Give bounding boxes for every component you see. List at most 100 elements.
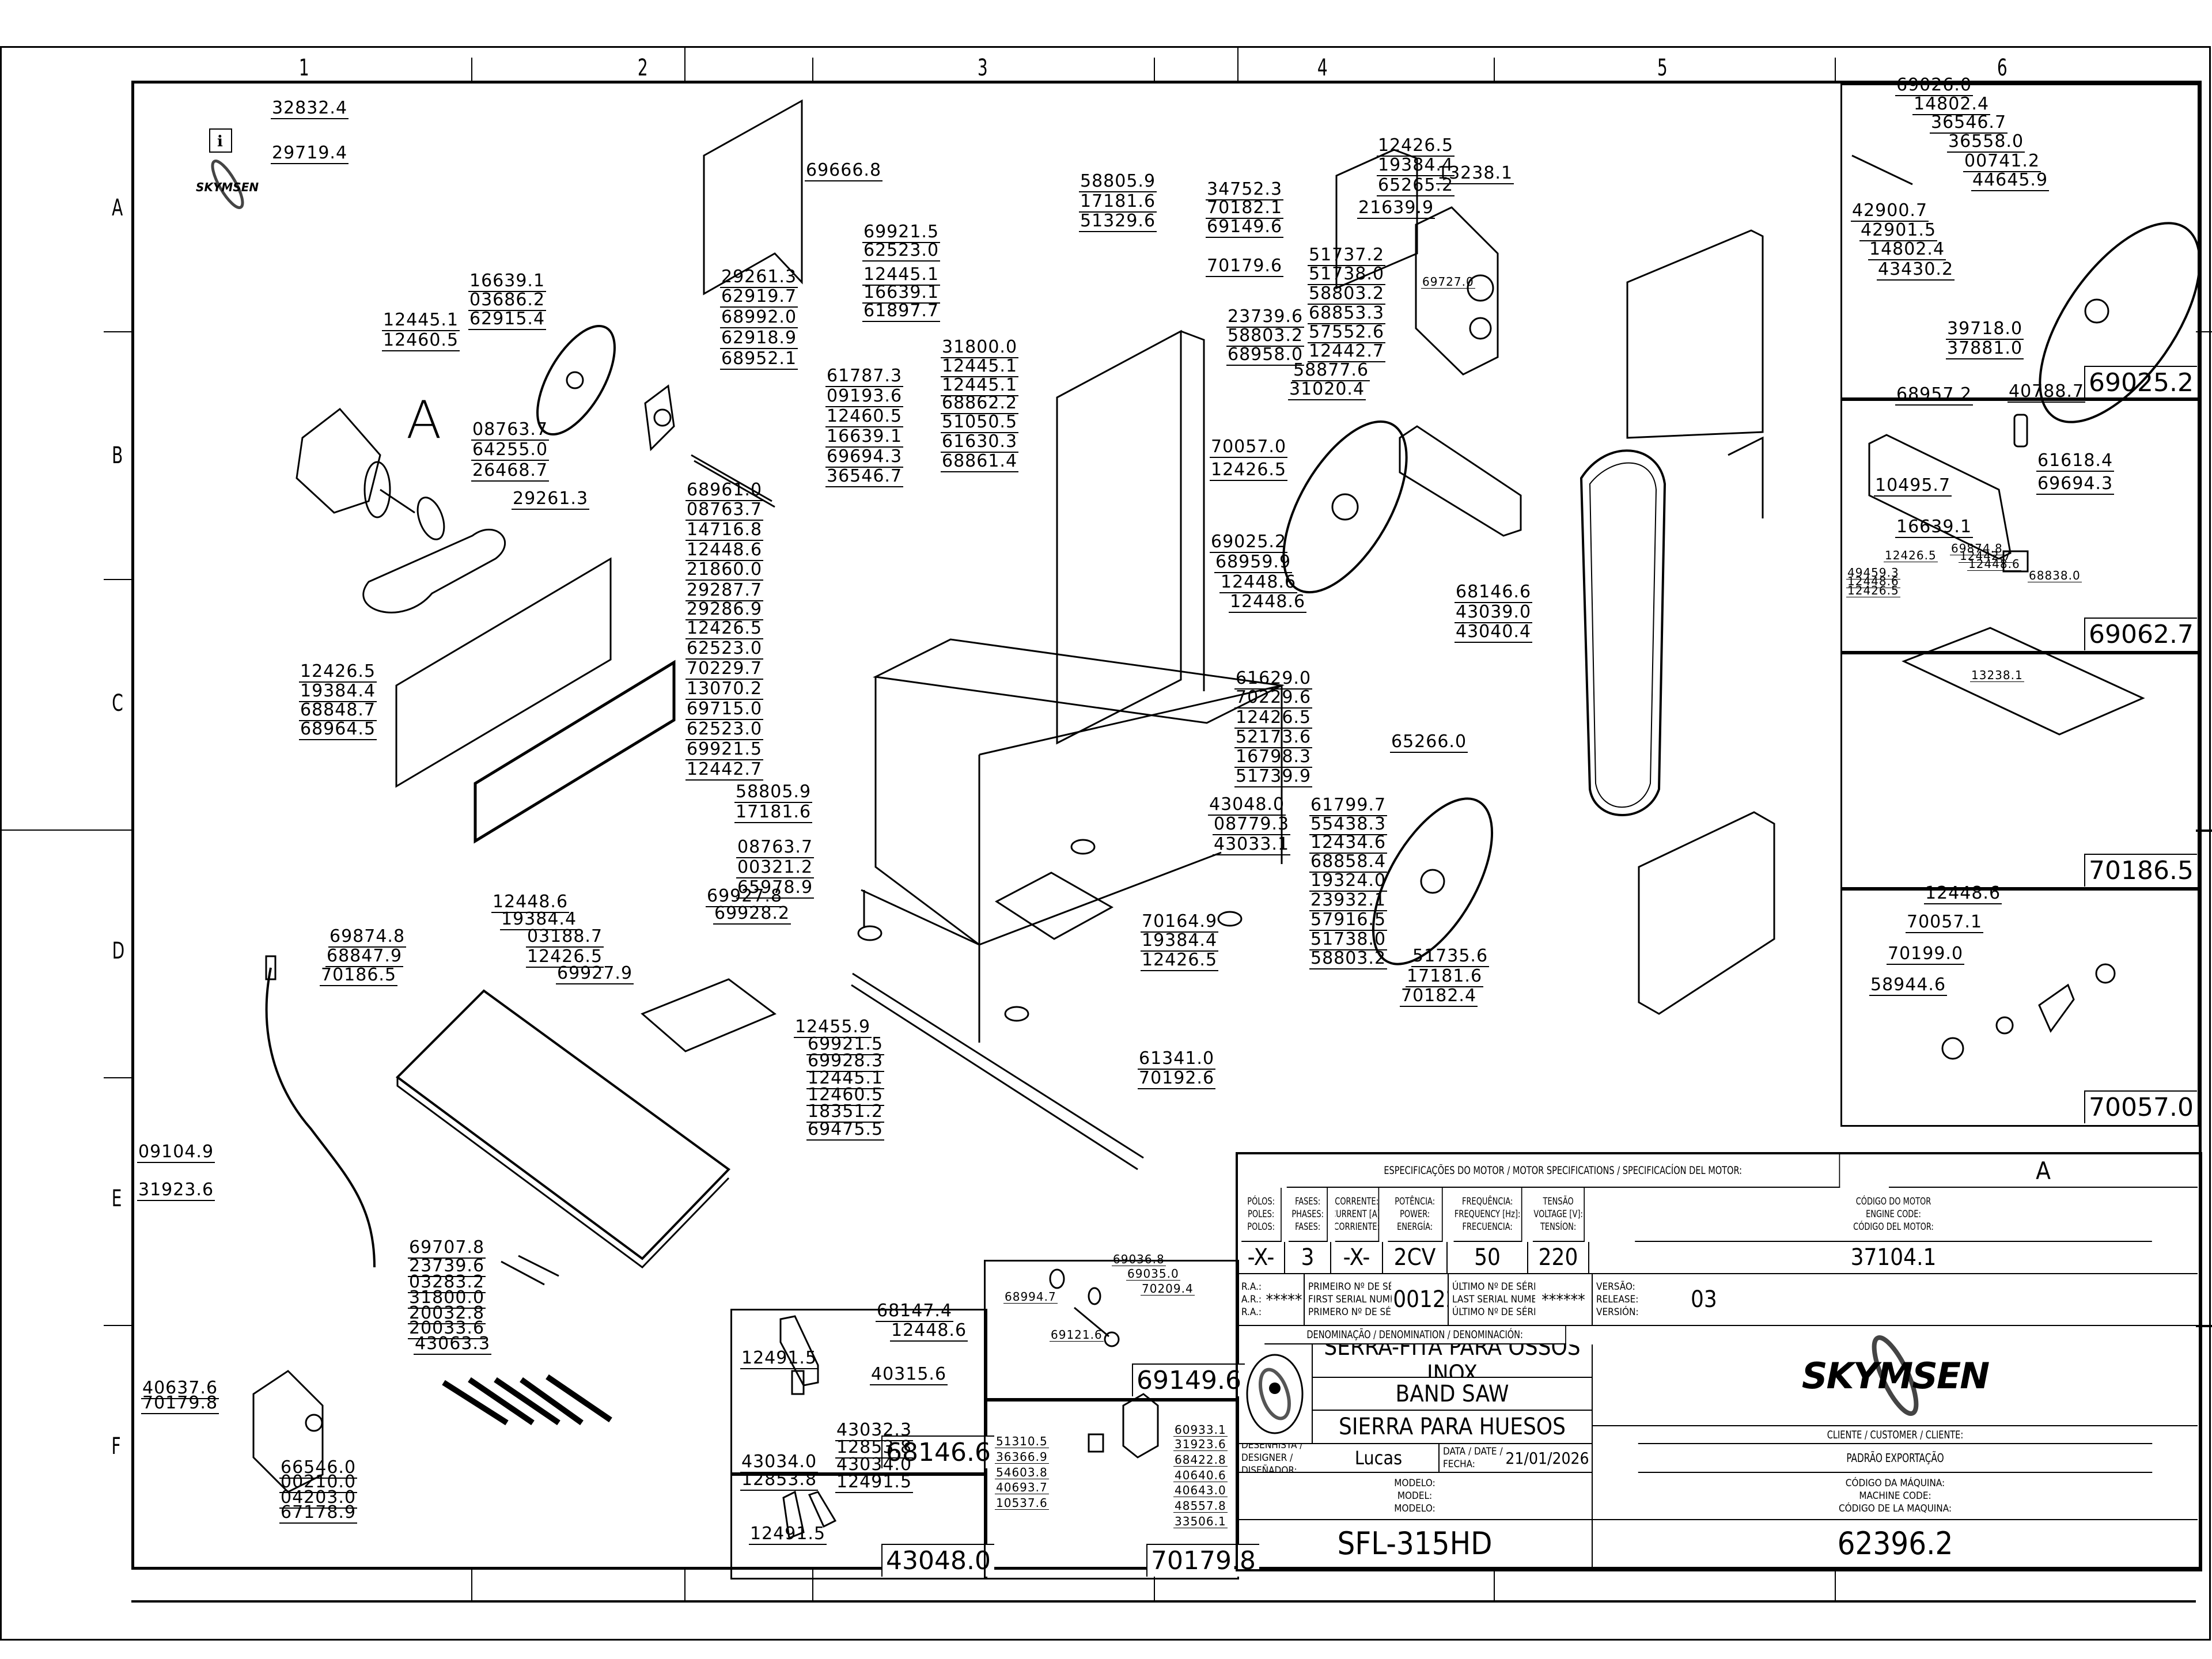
part-number-callout[interactable]: 62523.0 [685,719,764,740]
part-number-callout[interactable]: 49459.3 [1846,566,1900,579]
part-number-callout[interactable]: 12491.5 [740,1348,819,1369]
part-number-callout[interactable]: 40788.7 [2008,381,2086,403]
part-number-callout[interactable]: 12853.8 [740,1469,819,1491]
part-number-callout[interactable]: 42900.7 [1851,200,1929,222]
part-number-callout[interactable]: 69921.5 [685,739,764,760]
part-number-callout[interactable]: 17181.6 [734,802,813,823]
part-number-callout[interactable]: 58803.2 [1226,325,1305,347]
part-number-callout[interactable]: 29261.3 [720,267,798,288]
part-number-callout[interactable]: 36366.9 [995,1450,1049,1464]
part-number-callout[interactable]: 68838.0 [2028,569,2082,582]
part-number-callout[interactable]: 23739.6 [1226,306,1305,328]
part-number-callout[interactable]: 68964.5 [299,719,377,740]
part-number-callout[interactable]: 43033.1 [1213,834,1291,855]
part-number-callout[interactable]: 64255.0 [471,440,550,461]
part-number-callout[interactable]: 12445.1 [382,310,460,331]
part-number-callout[interactable]: 14802.4 [1912,94,1991,115]
part-number-callout[interactable]: 14716.8 [685,520,764,541]
part-number-callout[interactable]: 70164.9 [1141,911,1219,933]
part-number-callout[interactable]: 43039.0 [1455,602,1533,623]
part-number-callout[interactable]: 12442.7 [1959,549,2013,563]
part-number-callout[interactable]: 12426.5 [685,618,764,639]
part-number-callout[interactable]: 43034.0 [740,1452,819,1473]
part-number-callout[interactable]: 58944.6 [1869,975,1948,996]
part-number-callout[interactable]: 43034.0 [835,1455,914,1476]
part-number-callout[interactable]: 69727.0 [1421,275,1475,289]
part-number-callout[interactable]: 34752.3 [1206,179,1284,200]
part-number-callout[interactable]: 70199.0 [1887,944,1965,965]
part-number-callout[interactable]: 12445.1 [862,264,941,286]
part-number-callout[interactable]: 12460.5 [382,330,460,351]
part-number-callout[interactable]: 58805.9 [1079,171,1157,192]
part-number-callout[interactable]: 16639.1 [862,282,941,304]
part-number-callout[interactable]: 68959.9 [1214,552,1293,573]
part-number-callout[interactable]: 69921.5 [806,1034,885,1055]
part-number-callout[interactable]: 40315.6 [870,1364,948,1385]
part-number-callout[interactable]: 03188.7 [526,926,604,948]
part-number-callout[interactable]: 48557.8 [1173,1499,1228,1513]
part-number-callout[interactable]: 65978.9 [736,877,815,899]
part-number-callout[interactable]: 12448.6 [1924,883,2002,904]
part-number-callout[interactable]: 51737.2 [1308,245,1386,266]
part-number-callout[interactable]: 43048.0 [1208,794,1286,816]
part-number-callout[interactable]: 29287.7 [685,580,764,601]
part-number-callout[interactable]: 69928.2 [713,903,791,925]
part-number-callout[interactable]: 13070.2 [685,679,764,700]
part-number-callout[interactable]: 68848.7 [299,700,377,721]
part-number-callout[interactable]: 62915.4 [468,309,547,330]
part-number-callout[interactable]: 69666.8 [805,160,883,181]
part-number-callout[interactable]: 69149.6 [1206,217,1284,238]
part-number-callout[interactable]: 69026.0 [1895,75,1974,96]
part-number-callout[interactable]: 58877.6 [1292,360,1370,381]
part-number-callout[interactable]: 55438.3 [1309,814,1388,835]
part-number-callout[interactable]: 08763.7 [685,499,764,521]
part-number-callout[interactable]: 00741.2 [1963,151,2041,172]
part-number-callout[interactable]: 12426.5 [1377,135,1455,157]
part-number-callout[interactable]: 40643.0 [1173,1483,1228,1497]
part-number-callout[interactable]: 69921.5 [862,222,941,243]
part-number-callout[interactable]: 12448.6 [685,540,764,561]
part-number-callout[interactable]: 70057.1 [1906,912,1984,933]
part-number-callout[interactable]: 51738.0 [1308,264,1386,285]
part-number-callout[interactable]: 19384.4 [1141,930,1219,952]
part-number-callout[interactable]: 12448.6 [890,1320,968,1342]
part-number-callout[interactable]: 51329.6 [1079,211,1157,232]
part-number-callout[interactable]: 68146.6 [1455,582,1533,603]
part-number-callout[interactable]: 12853.8 [835,1437,914,1459]
part-number-callout[interactable]: 51739.9 [1234,766,1313,787]
part-number-callout[interactable]: 16639.1 [1895,517,1974,538]
part-number-callout[interactable]: 60933.1 [1173,1423,1228,1437]
part-number-callout[interactable]: 61629.0 [1234,668,1313,690]
part-number-callout[interactable]: 61618.4 [2036,450,2115,472]
part-number-callout[interactable]: 69927.8 [706,886,784,907]
part-number-callout[interactable]: 42901.5 [1859,220,1938,241]
part-number-callout[interactable]: 43430.2 [1877,259,1955,281]
part-number-callout[interactable]: 09104.9 [137,1142,215,1163]
part-number-callout[interactable]: 68858.4 [1309,851,1388,873]
part-number-callout[interactable]: 44645.9 [1971,170,2050,191]
part-number-callout[interactable]: 68853.3 [1308,303,1386,324]
part-number-callout[interactable]: 12426.5 [526,946,604,968]
part-number-callout[interactable]: 61341.0 [1138,1048,1216,1070]
part-number-callout[interactable]: 58803.2 [1309,948,1388,969]
part-number-callout[interactable]: 03283.2 [408,1272,486,1293]
part-number-callout[interactable]: 00321.2 [736,857,815,878]
part-number-callout[interactable]: 32832.4 [271,98,349,119]
part-number-callout[interactable]: 29719.4 [271,143,349,164]
part-number-callout[interactable]: 57552.6 [1308,322,1386,343]
part-number-callout[interactable]: 68952.1 [720,349,798,370]
part-number-callout[interactable]: 69036.8 [1112,1252,1166,1266]
part-number-callout[interactable]: 33506.1 [1173,1514,1228,1528]
part-number-callout[interactable]: 12448.6 [1219,572,1298,593]
part-number-callout[interactable]: 69121.6 [1050,1328,1104,1342]
part-number-callout[interactable]: 70229.6 [1234,687,1313,709]
part-number-callout[interactable]: 69707.8 [408,1237,486,1259]
part-number-callout[interactable]: 69025.2 [1210,532,1288,553]
part-number-callout[interactable]: 18351.2 [806,1101,885,1123]
part-number-callout[interactable]: 12426.5 [1884,548,1938,562]
part-number-callout[interactable]: 09193.6 [825,386,904,407]
part-number-callout[interactable]: 12455.9 [794,1017,872,1038]
part-number-callout[interactable]: 40693.7 [995,1480,1049,1494]
part-number-callout[interactable]: 70186.5 [320,965,398,986]
part-number-callout[interactable]: 37881.0 [1946,338,2024,359]
